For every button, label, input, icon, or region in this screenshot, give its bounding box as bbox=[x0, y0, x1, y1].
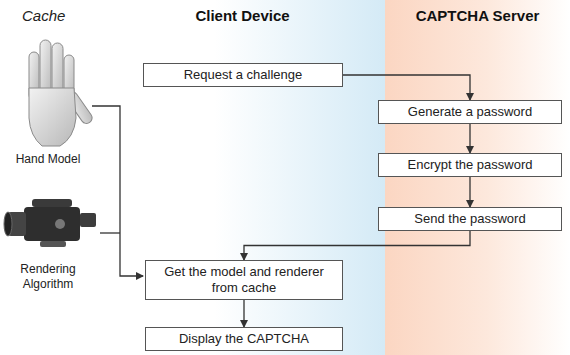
flow-arrow bbox=[469, 124, 470, 153]
cache-link-line bbox=[100, 232, 120, 233]
box-label: Encrypt the password bbox=[407, 157, 532, 173]
box-label: Display the CAPTCHA bbox=[179, 331, 309, 347]
cache-link-line bbox=[92, 106, 143, 276]
process-box: Request a challenge bbox=[143, 63, 343, 87]
icon-label: Hand Model bbox=[2, 152, 94, 167]
process-box: Encrypt the password bbox=[378, 153, 562, 177]
hand-icon bbox=[29, 40, 94, 146]
icon-label: Rendering Algorithm bbox=[2, 262, 94, 292]
process-box: Send the password bbox=[378, 207, 562, 231]
column-header: CAPTCHA Server bbox=[416, 7, 540, 24]
box-label: Generate a password bbox=[408, 104, 532, 120]
flow-arrow bbox=[469, 177, 470, 207]
flow-arrow bbox=[243, 300, 244, 327]
process-box: Generate a password bbox=[378, 100, 562, 124]
column-header: Client Device bbox=[195, 7, 289, 24]
process-box: Display the CAPTCHA bbox=[145, 327, 343, 351]
flow-arrow bbox=[244, 231, 470, 260]
box-label: Send the password bbox=[414, 211, 525, 227]
flow-arrow bbox=[343, 75, 470, 100]
server-band: CAPTCHA ServerGenerate a passwordEncrypt… bbox=[385, 0, 570, 355]
client-band: Client DeviceRequest a challengeGet the … bbox=[100, 0, 385, 355]
box-label: Get the model and renderer from cache bbox=[152, 264, 336, 296]
process-box: Get the model and renderer from cache bbox=[145, 260, 343, 300]
box-label: Request a challenge bbox=[184, 67, 303, 83]
camera-icon bbox=[4, 199, 96, 247]
column-header: Cache bbox=[22, 7, 82, 25]
